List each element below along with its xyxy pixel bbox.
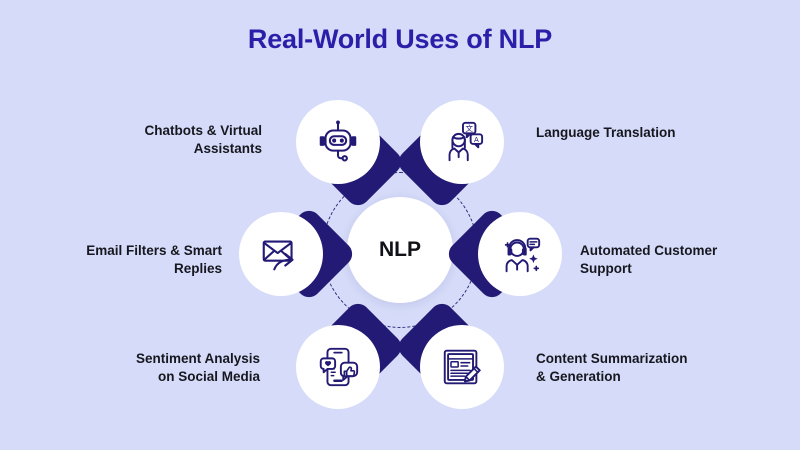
label-line: Chatbots & Virtual (144, 123, 262, 138)
node-icon-disc: 文 A (420, 100, 504, 184)
node-sentiment-analysis[interactable] (296, 298, 407, 409)
label-line: Sentiment Analysis (135, 351, 260, 366)
label-sentiment-analysis: Sentiment Analysis on Social Media (78, 350, 260, 386)
label-language-translation: Language Translation (536, 124, 756, 142)
node-icon-disc (478, 212, 562, 296)
label-line: Support (580, 260, 632, 276)
mobile-reactions-icon (319, 347, 359, 387)
node-icon-disc (296, 100, 380, 184)
node-icon-disc (296, 325, 380, 409)
label-line: Automated Customer (580, 243, 718, 258)
svg-text:A: A (474, 136, 479, 144)
node-automated-customer-support[interactable] (443, 205, 562, 303)
node-email-filters[interactable] (239, 205, 358, 303)
hub-node: NLP (347, 197, 453, 303)
node-content-summarization[interactable] (393, 298, 504, 409)
label-email-filters: Email Filters & Smart Replies (40, 242, 222, 278)
page-title: Real-World Uses of NLP (247, 24, 553, 54)
node-language-translation[interactable]: 文 A (393, 100, 504, 211)
robot-icon (319, 120, 357, 162)
headset-agent-icon (504, 237, 541, 273)
node-icon-disc (420, 325, 504, 409)
label-line: Language Translation (536, 125, 676, 140)
label-content-summarization: Content Summarization & Generation (536, 350, 746, 386)
label-line: on Social Media (157, 368, 260, 384)
node-icon-disc (239, 212, 323, 296)
label-line: Assistants (193, 140, 262, 156)
label-line: Content Summarization (536, 351, 688, 366)
label-automated-customer-support: Automated Customer Support (580, 242, 780, 278)
node-chatbots[interactable] (296, 100, 407, 211)
label-line: Email Filters & Smart (86, 243, 222, 258)
email-forward-icon (262, 240, 294, 271)
label-chatbots: Chatbots & Virtual Assistants (80, 122, 262, 158)
hub-label: NLP (379, 238, 421, 261)
label-line: & Generation (536, 368, 621, 384)
svg-text:文: 文 (465, 123, 473, 133)
document-pencil-icon (443, 349, 481, 385)
translation-person-icon: 文 A (448, 121, 484, 162)
label-line: Replies (173, 260, 222, 276)
